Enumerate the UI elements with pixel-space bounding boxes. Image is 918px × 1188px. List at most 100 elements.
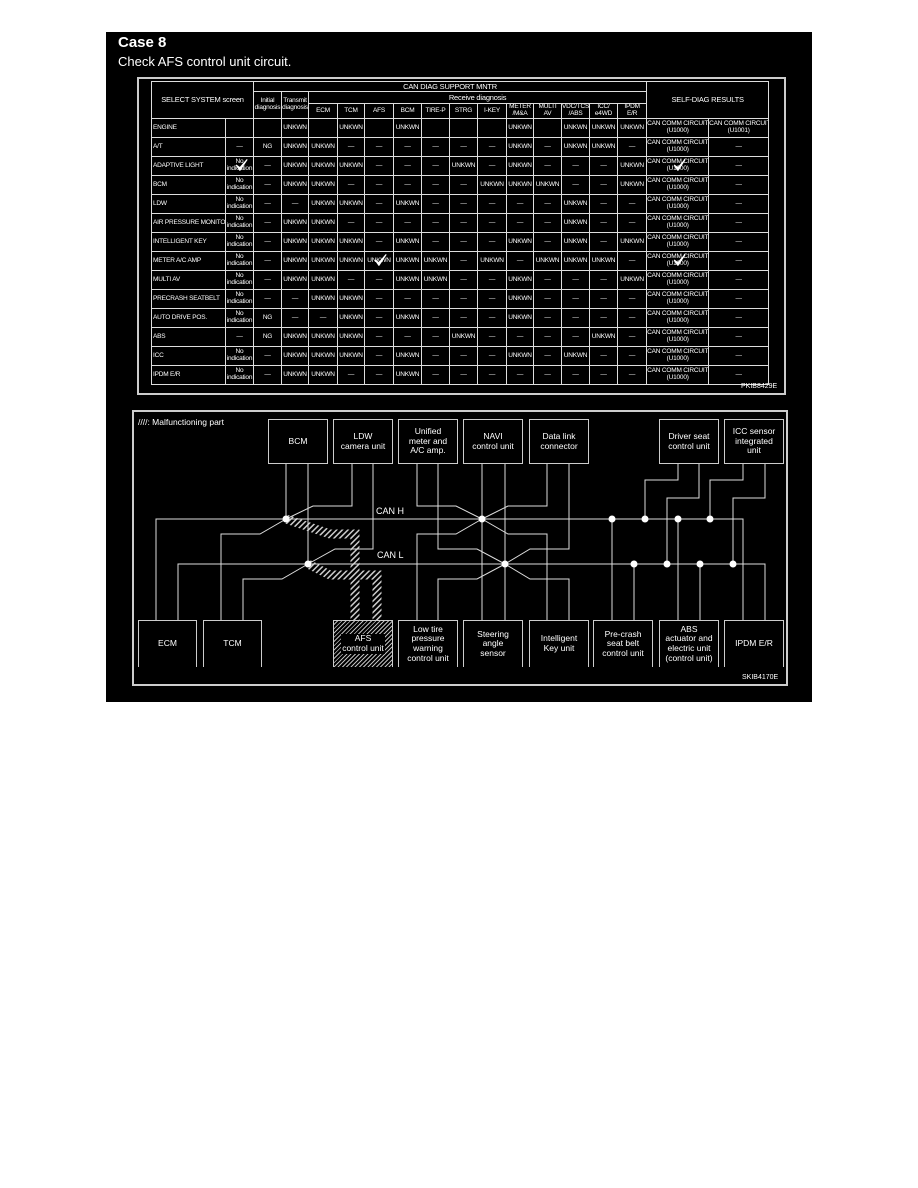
cell-value: — [460, 142, 467, 150]
cell-value: — [735, 161, 743, 169]
cell-value: — [488, 351, 496, 359]
cell-value: — [516, 370, 524, 378]
cell-value: UNKWN [480, 180, 504, 188]
cell-value: — [544, 370, 551, 378]
cell-value: — [347, 180, 355, 188]
unit-afs-control-unit: AFS control unit [333, 620, 393, 667]
cell-value: NG [262, 332, 273, 340]
cell-value: — [544, 294, 551, 302]
cell-value: UNKWN [339, 332, 363, 340]
cell-value: — [460, 180, 467, 188]
cell-value: UNKWN [339, 161, 363, 169]
cell-value: UNKWN [339, 237, 363, 245]
cell-value: — [291, 199, 299, 207]
cell-value: UNKWN [395, 313, 420, 321]
cell-value: — [735, 142, 743, 150]
cell-value: UNKWN [480, 256, 504, 264]
cell-value: — [375, 161, 383, 169]
cell-value: — [544, 199, 551, 207]
cell-value: — [347, 275, 355, 283]
cell-value: — [628, 370, 636, 378]
cell-value: — [735, 351, 743, 359]
cell-value: — [432, 180, 439, 188]
unit-navi-control-unit: NAVI control unit [463, 419, 523, 464]
unit-label: Unified meter and A/C amp. [408, 426, 448, 456]
table-cell: CAN COMM CIRCUIT (U1000) [646, 118, 710, 138]
cell-value: — [488, 294, 496, 302]
cell-value: UNKWN [283, 180, 307, 188]
cell-value: — [432, 313, 439, 321]
unit-data-link-connector: Data link connector [529, 419, 589, 464]
cell-value: UNKWN [508, 161, 532, 169]
cell-value: UNKWN [423, 256, 448, 264]
cell-value: UNKWN [395, 351, 420, 359]
cell-value: UNKWN [283, 370, 307, 378]
unit-steering-angle-sensor: Steering angle sensor [463, 620, 523, 667]
cell-value: UNKWN [283, 256, 307, 264]
can-wire [644, 464, 679, 519]
cell-value: — [600, 180, 607, 188]
cell-value: — [264, 256, 271, 264]
cell-value: — [432, 161, 439, 169]
cell-value: No indication [226, 196, 253, 210]
cell-value: — [628, 256, 636, 264]
cell-value: — [628, 218, 636, 226]
cell-value: — [488, 142, 496, 150]
cell-value: No indication [226, 348, 253, 362]
cell-value: — [600, 199, 607, 207]
can-wire [666, 464, 700, 564]
cell-value: UNKWN [395, 123, 420, 131]
can-wire [416, 464, 483, 520]
cell-value: UNKWN [311, 256, 335, 264]
cell-value: — [319, 313, 327, 321]
cell-value: — [375, 275, 383, 283]
unit-ecm: ECM [138, 620, 197, 667]
cell-value: UNKWN [563, 142, 588, 150]
unit-label: Steering angle sensor [477, 628, 509, 658]
cell-value: — [572, 332, 579, 340]
splice-point [674, 515, 682, 523]
cell-value: — [516, 332, 524, 340]
cell-value: CAN COMM CIRCUIT (U1000) [647, 291, 709, 305]
cell-value: — [432, 370, 439, 378]
unit-label: Intelligent Key unit [540, 633, 578, 653]
cell-value: — [600, 294, 607, 302]
cell-value: — [460, 275, 467, 283]
cell-value: UNKWN [311, 180, 335, 188]
unit-intelligent-key-unit: Intelligent Key unit [529, 620, 589, 667]
transmit-diagnosis-header: Transmit diagnosis [281, 91, 309, 119]
can-wire [481, 464, 548, 520]
cell-value: — [460, 313, 467, 321]
cell-value: — [488, 332, 496, 340]
table-cell: — [708, 365, 770, 385]
cell-value: UNKWN [395, 370, 420, 378]
cell-value: UNKWN [591, 142, 616, 150]
cell-value: UNKWN [508, 123, 532, 131]
cell-value: UNKWN [591, 256, 616, 264]
cell-value: — [264, 218, 271, 226]
cell-value: — [460, 351, 467, 359]
cell-value: — [404, 161, 411, 169]
cell-value: — [572, 180, 579, 188]
can-h-label: CAN H [376, 506, 405, 516]
self-diag-header: SELF-DIAG RESULTS [646, 81, 770, 119]
cell-value: UNKWN [620, 123, 644, 131]
cell-value: — [544, 275, 551, 283]
cell-value: — [488, 199, 496, 207]
unit-label: AFS control unit [341, 633, 385, 654]
cell-value: UNKWN [508, 142, 532, 150]
table-cell: — [253, 365, 282, 385]
cell-value: CAN COMM CIRCUIT (U1000) [647, 272, 709, 286]
cell-value: — [488, 313, 496, 321]
cell-value: — [735, 256, 743, 264]
cell-value: UNKWN [563, 351, 588, 359]
unit-icc-sensor-integrated-unit: ICC sensor integrated unit [724, 419, 784, 464]
cell-value: UNKWN [508, 294, 532, 302]
cell-value: UNKWN [395, 275, 420, 283]
malfunction-hatched-wires [284, 514, 382, 620]
cell-value: — [544, 313, 551, 321]
cell-value: — [572, 161, 579, 169]
cell-value: UNKWN [591, 123, 616, 131]
